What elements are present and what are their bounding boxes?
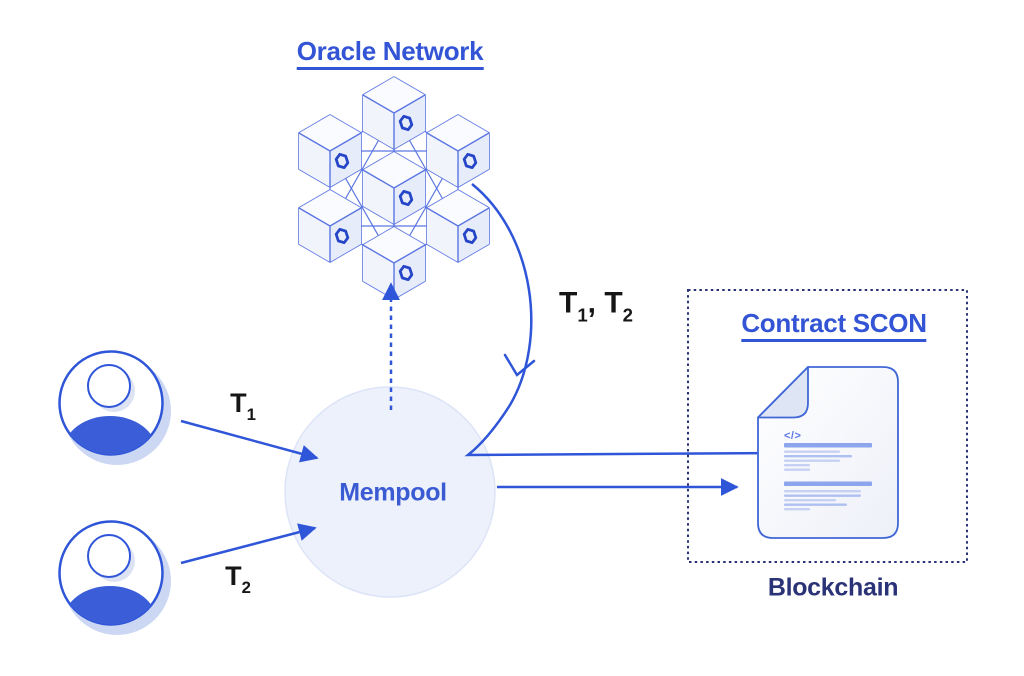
oracle-network-title: Oracle Network	[296, 38, 484, 70]
document-fold-corner	[757, 366, 809, 419]
t1-sub: 1	[246, 405, 256, 425]
t1-base: T	[230, 387, 247, 418]
t2-base: T	[225, 560, 242, 591]
contract-scon-title: Contract SCON	[741, 310, 927, 342]
user1-t1-arrow	[180, 419, 319, 463]
smart-contract-document-icon: </>	[757, 366, 899, 539]
oracle-to-contract-arrow	[464, 183, 781, 463]
t2-sub: 2	[241, 578, 251, 598]
t1-arrow-label: T1	[230, 387, 256, 425]
oracle-network-cluster	[297, 75, 491, 301]
oracle-node-cube-icon	[361, 225, 427, 301]
oracle-node-cube-icon	[361, 75, 427, 151]
user-avatar-icon	[58, 520, 171, 635]
oracle-node-cube-icon	[297, 113, 363, 189]
oracle-node-cube-icon	[425, 113, 491, 189]
user-avatar-icon	[58, 350, 171, 465]
curve-direction-arrowhead	[503, 353, 536, 377]
t2-arrow-label: T2	[225, 560, 251, 598]
mempool-label: Mempool	[339, 478, 447, 507]
oracle-node-cube-icon	[361, 150, 427, 226]
t1-t2-bundle-label: T1, T2	[558, 286, 634, 326]
mempool-circle	[284, 386, 496, 598]
blockchain-label: Blockchain	[767, 573, 899, 602]
code-icon: </>	[784, 430, 801, 442]
user2-t2-arrow	[180, 523, 317, 565]
oracle-node-cube-icon	[297, 188, 363, 264]
document-code-block	[784, 481, 872, 511]
document-code-block	[784, 443, 872, 471]
blockchain-dashed-box	[687, 289, 968, 563]
oracle-node-cube-icon	[425, 188, 491, 264]
